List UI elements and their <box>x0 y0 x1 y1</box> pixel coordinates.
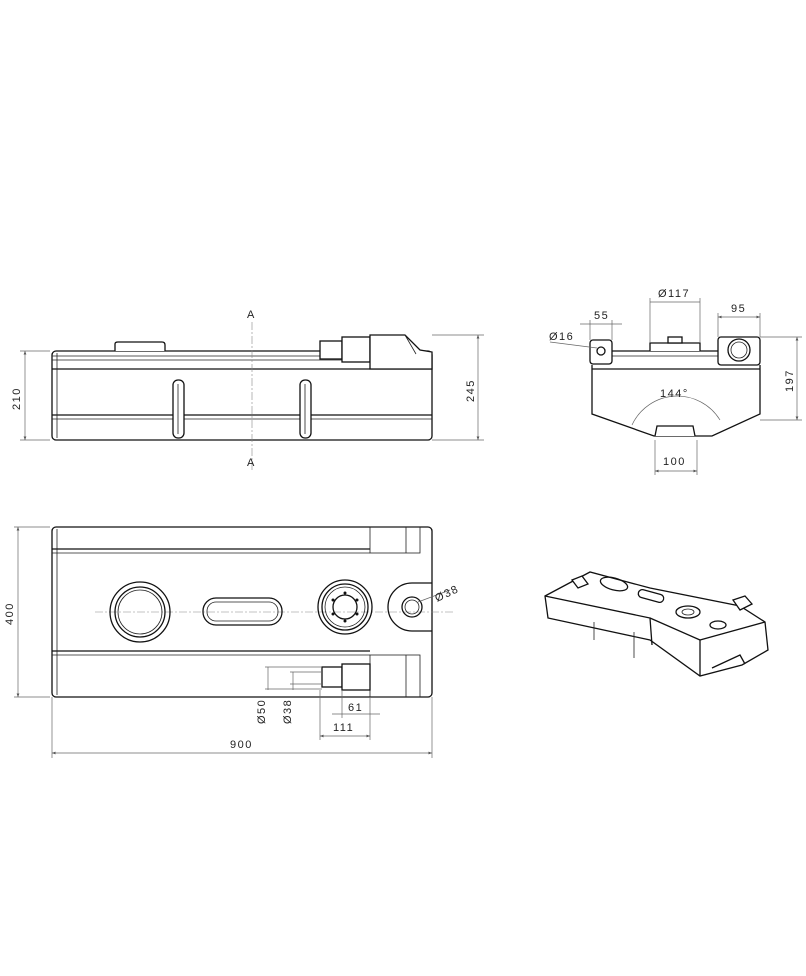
grip-left <box>172 379 185 439</box>
section-label-bottom: A <box>247 457 256 469</box>
grip-right <box>299 379 312 439</box>
dim-38-diameter-port: Ø38 <box>433 583 461 605</box>
dim-38-diameter-fitting: Ø38 <box>282 699 294 724</box>
dim-61: 61 <box>348 702 363 714</box>
dim-55: 55 <box>594 310 609 322</box>
port-box-side <box>369 334 433 370</box>
flange-opening <box>317 579 373 635</box>
section-label-top: A <box>247 309 256 321</box>
outlet-port-plan <box>387 582 432 632</box>
dim-111: 111 <box>333 722 354 734</box>
cap-side <box>114 341 166 351</box>
dim-900: 900 <box>230 739 253 751</box>
dim-50-diameter: Ø50 <box>256 699 268 724</box>
right-port-end <box>717 336 761 366</box>
dim-117-diameter: Ø117 <box>658 288 690 300</box>
dim-95: 95 <box>731 303 746 315</box>
dim-197: 197 <box>784 369 796 392</box>
dim-400: 400 <box>4 602 16 625</box>
fitting-side <box>319 340 343 360</box>
dim-144-angle: 144° <box>660 388 689 400</box>
end-view: 144° Ø117 55 95 Ø16 197 100 <box>549 288 802 475</box>
dim-16-diameter: Ø16 <box>549 331 574 343</box>
left-port-end <box>589 339 613 365</box>
dim-210: 210 <box>11 387 23 410</box>
slot-opening <box>202 597 283 626</box>
dim-100: 100 <box>663 456 686 468</box>
side-view: A A 210 245 <box>11 309 484 472</box>
dim-245: 245 <box>465 379 477 402</box>
fitting-plan <box>321 666 343 688</box>
plan-view: Ø38 Ø50 Ø38 61 111 400 900 <box>4 526 461 758</box>
filler-opening <box>109 581 171 643</box>
isometric-view <box>544 571 769 677</box>
